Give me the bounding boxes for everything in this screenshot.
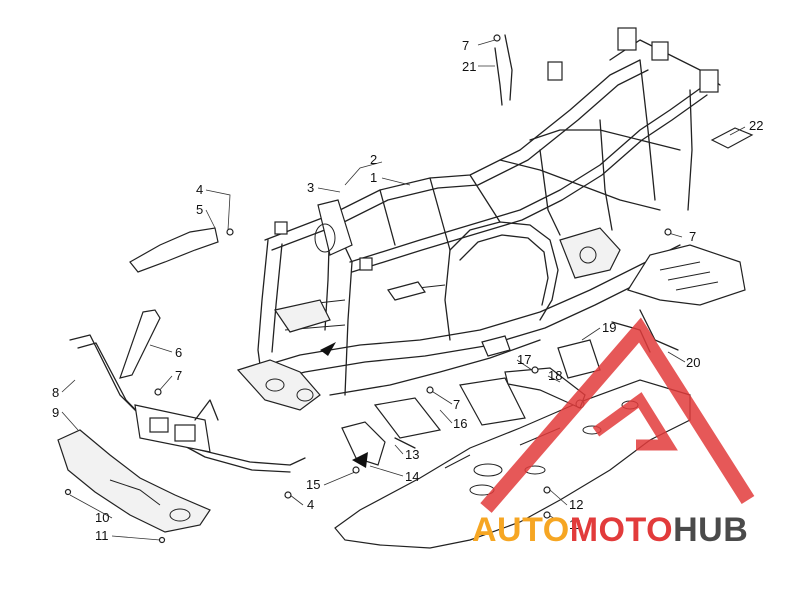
main-frame bbox=[236, 27, 721, 439]
part-label: 11 bbox=[569, 517, 583, 532]
part-label: 4 bbox=[196, 182, 203, 197]
part-label: 20 bbox=[686, 355, 700, 370]
part-label: 6 bbox=[175, 345, 182, 360]
part-label: 13 bbox=[405, 447, 419, 462]
part-label: 7 bbox=[175, 368, 182, 383]
part-label: 3 bbox=[307, 180, 314, 195]
side-plate bbox=[129, 227, 219, 273]
part-label: 1 bbox=[370, 170, 377, 185]
part-label: 18 bbox=[548, 368, 562, 383]
direction-arrow-center bbox=[352, 452, 368, 468]
part-label: 2 bbox=[370, 152, 377, 167]
watermark-text: AUTOMOTOHUB bbox=[472, 512, 748, 548]
fasteners bbox=[64, 34, 672, 544]
part-label: 16 bbox=[453, 416, 467, 431]
leader-lines bbox=[61, 39, 746, 541]
part-label: 21 bbox=[462, 59, 476, 74]
rear-strut bbox=[494, 34, 513, 106]
watermark-logo bbox=[480, 317, 755, 513]
direction-arrow-front bbox=[320, 342, 336, 356]
watermark-part-hub: HUB bbox=[673, 511, 749, 549]
part-label: 12 bbox=[569, 497, 583, 512]
part-label: 17 bbox=[517, 352, 531, 367]
part-labels: 7 21 22 2 3 1 4 5 7 6 7 8 9 19 20 17 18 … bbox=[52, 38, 763, 543]
part-label: 5 bbox=[196, 202, 203, 217]
part-label: 4 bbox=[307, 497, 314, 512]
part-label: 9 bbox=[52, 405, 59, 420]
watermark-part-auto: AUTO bbox=[472, 511, 570, 549]
front-bumper bbox=[69, 334, 306, 473]
part-label: 14 bbox=[405, 469, 419, 484]
watermark-part-moto: MOTO bbox=[569, 511, 674, 549]
decal bbox=[710, 127, 754, 149]
bumper-guard bbox=[57, 429, 211, 533]
part-label: 19 bbox=[602, 320, 616, 335]
part-label: 7 bbox=[462, 38, 469, 53]
part-label: 7 bbox=[453, 397, 460, 412]
part-label: 15 bbox=[306, 477, 320, 492]
part-label: 7 bbox=[689, 229, 696, 244]
center-bracket bbox=[341, 421, 416, 466]
part-label: 10 bbox=[95, 510, 109, 525]
part-label: 8 bbox=[52, 385, 59, 400]
bumper-bracket bbox=[119, 309, 161, 379]
part-label: 11 bbox=[95, 528, 109, 543]
part-label: 22 bbox=[749, 118, 763, 133]
